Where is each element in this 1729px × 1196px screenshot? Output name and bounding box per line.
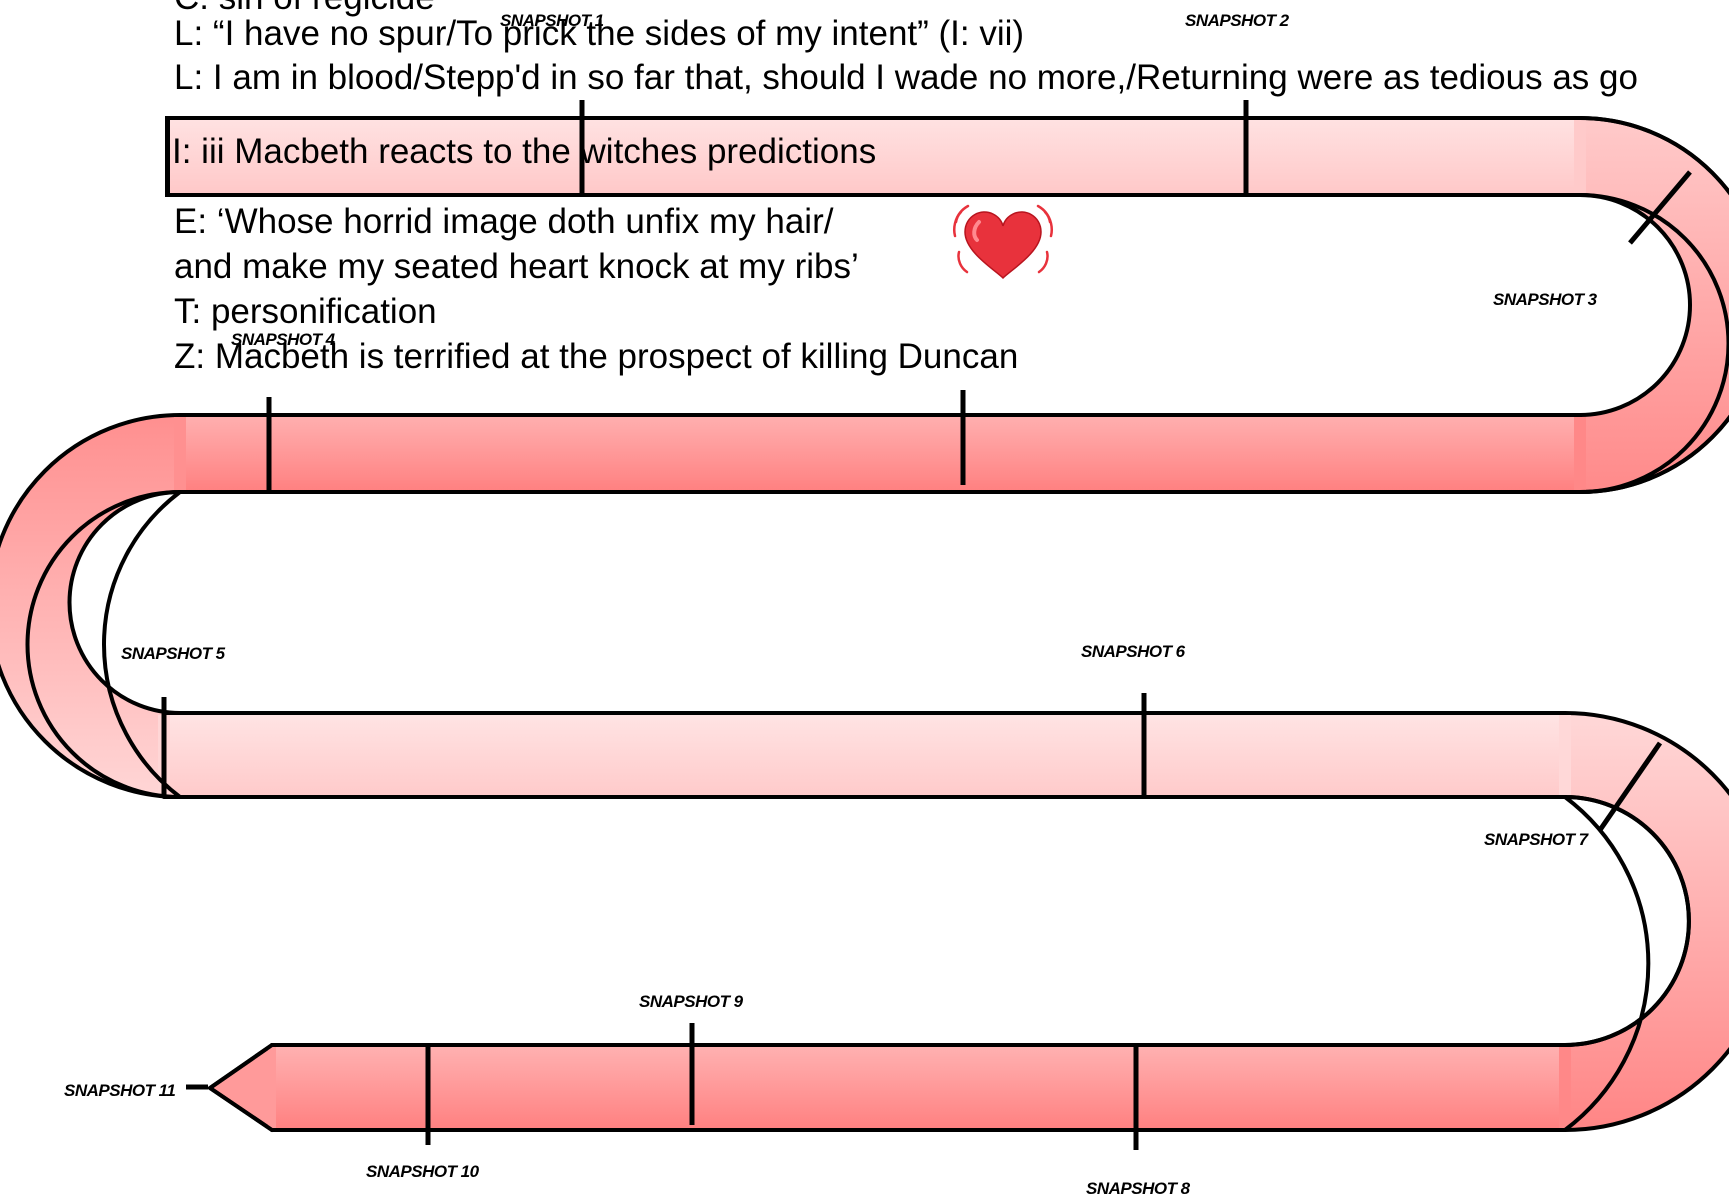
road-arc-left [0,413,182,799]
snapshot-label-2: SNAPSHOT 2 [1185,11,1290,30]
road [0,116,1729,1132]
snapshot-label-1: SNAPSHOT 1 [500,11,604,30]
road-arc-right-2 [1563,711,1729,1132]
road-band-2 [178,413,1582,494]
quote-spur-line: L: “I have no spur/To prick the sides of… [174,14,1025,53]
beating-heart-icon [953,204,1053,280]
road-band-4 [270,1043,1567,1132]
snapshot-label-3: SNAPSHOT 3 [1493,290,1598,309]
technique-line: T: personification [174,292,437,331]
road-band-3 [162,711,1567,799]
snapshot-label-7: SNAPSHOT 7 [1484,830,1590,849]
snapshot-label-10: SNAPSHOT 10 [366,1162,480,1181]
evidence-line-1: E: ‘Whose horrid image doth unfix my hai… [174,202,834,241]
tick-snapshot-7 [1597,741,1663,832]
zoom-line: Z: Macbeth is terrified at the prospect … [174,337,1019,376]
intro-box [166,118,586,195]
road-arc-right-1 [1578,116,1729,494]
snapshot-label-8: SNAPSHOT 8 [1086,1179,1191,1196]
intro-line: I: iii Macbeth reacts to the witches pre… [172,132,877,171]
tick-snapshot-3 [1628,170,1692,245]
top-cut-line: C: sin of regicide [174,0,435,18]
snapshot-labels: SNAPSHOT 1 SNAPSHOT 2 SNAPSHOT 3 SNAPSHO… [64,11,1598,1196]
road-arrow-head [208,1043,274,1132]
snapshot-label-9: SNAPSHOT 9 [639,992,744,1011]
quote-blood-line: L: I am in blood/Stepp'd in so far that,… [174,58,1638,97]
snapshot-ticks [161,100,1692,1150]
snapshot-label-4: SNAPSHOT 4 [231,330,336,349]
evidence-line-2: and make my seated heart knock at my rib… [174,247,859,286]
snapshot-label-5: SNAPSHOT 5 [121,644,226,663]
snapshot-label-11: SNAPSHOT 11 [64,1081,175,1100]
snapshot-label-6: SNAPSHOT 6 [1081,642,1186,661]
